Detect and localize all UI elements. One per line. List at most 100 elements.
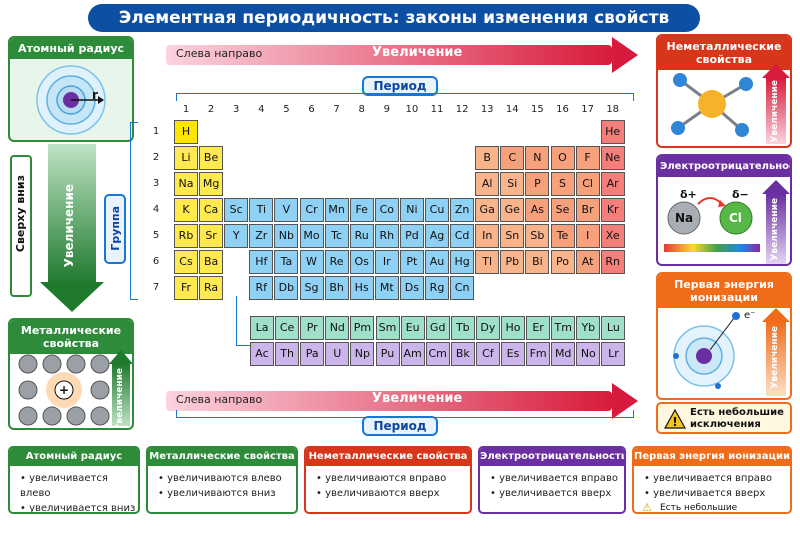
element-Lr: Lr — [601, 342, 626, 366]
element-Sb: Sb — [525, 224, 550, 248]
element-Sg: Sg — [299, 276, 324, 300]
element-Ne: Ne — [600, 146, 625, 170]
group-number: 8 — [358, 104, 365, 115]
summary-line: • увеличиваются вниз — [158, 488, 276, 499]
element-B: B — [475, 146, 500, 170]
svg-text:!: ! — [672, 415, 677, 429]
element-I: I — [575, 224, 600, 248]
element-Cu: Cu — [425, 198, 449, 222]
group-bracket — [130, 122, 138, 300]
element-Na: Na — [174, 172, 198, 196]
element-Y: Y — [224, 224, 249, 248]
metallic-panel: Металлические свойства + Увеличение — [8, 318, 134, 430]
vertical-increase-arrow: Увеличение — [40, 144, 104, 314]
element-Si: Si — [500, 172, 525, 196]
atomic-radius-panel: Атомный радиус r — [8, 36, 134, 142]
group-number: 5 — [283, 104, 290, 115]
summary-title: Атомный радиус — [10, 448, 138, 466]
summary-title: Первая энергия ионизации — [634, 448, 790, 466]
group-number: 15 — [531, 104, 544, 115]
element-Ag: Ag — [425, 224, 449, 248]
ionization-atom-icon — [673, 312, 740, 389]
summary-box: Металлические свойства• увеличиваются вл… — [146, 446, 298, 514]
element-Ce: Ce — [275, 316, 300, 340]
element-Ds: Ds — [399, 276, 424, 300]
element-Zr: Zr — [249, 224, 274, 248]
element-Fe: Fe — [349, 198, 374, 222]
element-Hg: Hg — [450, 250, 475, 274]
summary-note-text: Есть небольшие исключения — [660, 503, 738, 513]
summary-box: Первая энергия ионизации• увеличивается … — [632, 446, 792, 514]
delta-plus: δ+ — [680, 188, 697, 201]
group-number: 3 — [233, 104, 240, 115]
element-Sc: Sc — [224, 198, 249, 222]
element-W: W — [299, 250, 324, 274]
element-Bh: Bh — [324, 276, 349, 300]
element-Au: Au — [425, 250, 449, 274]
bottom-arrow-increase: Увеличение — [372, 391, 463, 406]
element-Sn: Sn — [500, 224, 525, 248]
na-label: Na — [675, 211, 694, 225]
group-label: Группа — [104, 194, 126, 264]
atom-radius-icon — [36, 65, 106, 135]
element-Rg: Rg — [425, 276, 449, 300]
element-K: K — [174, 198, 198, 222]
ionization-panel: Первая энергия ионизации e⁻ Увеличение — [656, 272, 792, 400]
element-Ru: Ru — [349, 224, 374, 248]
element-Ga: Ga — [475, 198, 500, 222]
element-Ni: Ni — [399, 198, 424, 222]
element-Ba: Ba — [199, 250, 224, 274]
element-H: H — [174, 120, 198, 144]
element-Re: Re — [324, 250, 349, 274]
top-arrow-increase: Увеличение — [372, 45, 463, 60]
element-Nb: Nb — [274, 224, 299, 248]
element-Tc: Tc — [324, 224, 349, 248]
element-O: O — [550, 146, 575, 170]
element-Fr: Fr — [174, 276, 198, 300]
element-Eu: Eu — [400, 316, 425, 340]
element-N: N — [525, 146, 550, 170]
element-No: No — [576, 342, 601, 366]
element-Ge: Ge — [500, 198, 525, 222]
element-Md: Md — [551, 342, 576, 366]
summary-line: • увеличиваются вверх — [316, 488, 440, 499]
element-P: P — [525, 172, 550, 196]
element-Db: Db — [274, 276, 299, 300]
summary-line: • увеличивается вверх — [490, 488, 612, 499]
element-Tm: Tm — [551, 316, 576, 340]
electron-transfer-icon — [664, 197, 760, 252]
group-number: 17 — [581, 104, 594, 115]
period-number: 7 — [152, 282, 160, 293]
element-Lu: Lu — [601, 316, 626, 340]
element-Mo: Mo — [299, 224, 324, 248]
group-number: 13 — [480, 104, 494, 115]
element-Cn: Cn — [450, 276, 475, 300]
summary-line: • увеличивается влево — [20, 473, 108, 499]
element-S: S — [550, 172, 575, 196]
warning-icon: ! — [664, 409, 686, 429]
element-Pu: Pu — [375, 342, 400, 366]
element-Cf: Cf — [475, 342, 500, 366]
element-Al: Al — [475, 172, 500, 196]
element-Ra: Ra — [199, 276, 224, 300]
ionization-up-arrow: Увеличение — [762, 308, 790, 396]
element-Sr: Sr — [199, 224, 224, 248]
svg-text:+: + — [59, 383, 69, 397]
ionization-title: Первая энергия ионизации — [658, 274, 790, 308]
element-Be: Be — [199, 146, 224, 170]
electronegativity-up-arrow: Увеличение — [762, 180, 790, 264]
group-number: 12 — [455, 104, 469, 115]
element-Gd: Gd — [425, 316, 450, 340]
element-F: F — [575, 146, 600, 170]
element-Pb: Pb — [500, 250, 525, 274]
summary-box: Атомный радиус• увеличивается влево• уве… — [8, 446, 140, 514]
element-Tb: Tb — [450, 316, 475, 340]
element-Xe: Xe — [600, 224, 625, 248]
element-Hf: Hf — [249, 250, 274, 274]
summary-line: • увеличивается вправо — [490, 473, 618, 484]
element-Bk: Bk — [450, 342, 475, 366]
summary-box: Электроотрицательность• увеличивается вп… — [478, 446, 626, 514]
period-number: 1 — [152, 126, 160, 137]
period-bracket-top — [176, 93, 634, 101]
